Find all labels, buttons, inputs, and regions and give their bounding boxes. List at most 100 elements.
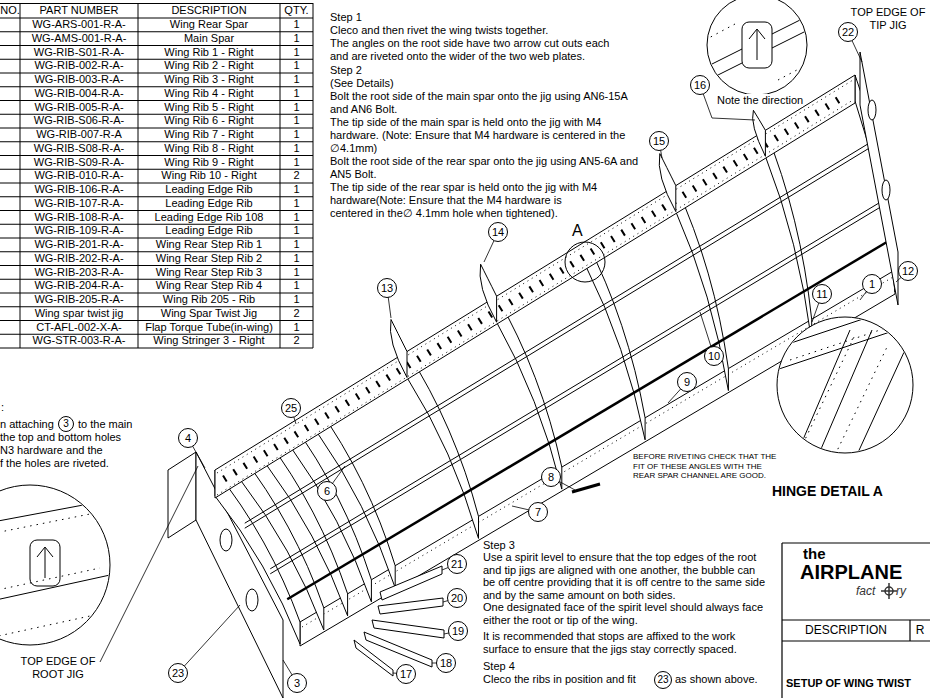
step-text: Use a spirit level to ensure that the to…	[483, 551, 768, 601]
table-cell: WG-RIB-205-R-A-	[20, 293, 138, 307]
table-header: PART NUMBER	[20, 3, 138, 18]
callout-number: 1	[869, 279, 875, 290]
table-cell: Wing Rear Spar	[138, 18, 280, 32]
callout-bubble: 7	[528, 502, 548, 522]
table-cell: Wing Rib 4 - Right	[138, 87, 280, 101]
table-cell: 1	[280, 156, 313, 170]
table-cell: WG-RIB-108-R-A-	[20, 211, 138, 225]
table-cell: 2	[280, 307, 313, 321]
callout-bubble: 17	[396, 664, 416, 684]
step-text: Cleco the ribs in position and fit	[483, 673, 636, 686]
table-header: QTY.	[280, 3, 313, 18]
step-heading: Step 3	[483, 539, 515, 552]
note-text: Note the direction	[717, 94, 803, 107]
logo-text: AIRPLANE	[800, 561, 902, 583]
step-text: Cleco and then rivet the wing twists tog…	[330, 24, 548, 37]
callout-number: 3	[294, 678, 300, 689]
table-cell: 1	[280, 142, 313, 156]
detail-a-circle	[565, 242, 605, 282]
jig-slot	[220, 529, 232, 551]
callout-bubble: 6	[317, 481, 337, 501]
table-cell: Leading Edge Rib	[138, 224, 280, 238]
step-text: The angles on the root side have two arr…	[330, 37, 628, 63]
callout-bubble: 13	[377, 278, 397, 298]
logo-text: fact	[856, 584, 875, 598]
callout-number: 12	[902, 266, 914, 277]
callout-bubble: 20	[447, 588, 467, 608]
table-cell: 1	[280, 211, 313, 225]
step-text: It is recommended that stops are affixed…	[483, 630, 768, 655]
step-heading: Step 4	[483, 660, 515, 673]
callout-bubble: 16	[690, 75, 710, 95]
table-cell: 1	[280, 293, 313, 307]
callout-number: 18	[440, 658, 452, 669]
callout-number: 23	[172, 668, 184, 679]
rivet-row	[790, 320, 910, 455]
table-header: NO.	[0, 3, 20, 18]
callout-bubble: 3	[58, 416, 74, 432]
leader-lines	[100, 32, 908, 683]
callout-number: 14	[492, 227, 504, 238]
table-cell: Wing Rear Step Rib 4	[138, 279, 280, 293]
callout-bubble: 10	[704, 346, 724, 366]
step-text: One designated face of the spirit level …	[483, 601, 768, 626]
title-block	[782, 543, 930, 698]
table-cell: Leading Edge Rib	[138, 183, 280, 197]
drawing-title: SETUP OF WING TWIST	[786, 676, 911, 690]
table-cell: Wing Rib 10 - Right	[138, 169, 280, 183]
table-cell: WG-RIB-002-R-A-	[20, 59, 138, 73]
callout-number: 4	[185, 433, 191, 444]
table-cell: 1	[280, 252, 313, 266]
rivet-row	[217, 80, 853, 495]
logo-text: ry	[896, 584, 906, 598]
spar-lightening-holes	[224, 95, 846, 479]
logo-text: the	[803, 546, 826, 562]
note-text: f the holes are riveted.	[0, 457, 109, 470]
table-cell: WG-RIB-106-R-A-	[20, 183, 138, 197]
table-cell: 2	[280, 169, 313, 183]
callout-number: 25	[285, 403, 297, 414]
jig-label: TOP EDGE OF ROOT JIG	[12, 655, 104, 681]
callout-bubble: 22	[838, 22, 858, 42]
table-cell: WG-RIB-202-R-A-	[20, 252, 138, 266]
callout-bubble: 4	[178, 428, 198, 448]
callout-number: 6	[324, 486, 330, 497]
callout-bubble: 23	[168, 663, 188, 683]
table-cell: Leading Edge Rib 108	[138, 211, 280, 225]
detail-title: HINGE DETAIL A	[772, 483, 883, 499]
callout-bubble: 21	[447, 554, 467, 574]
leading-edge-ribs	[390, 110, 765, 377]
table-cell: Wing Rib 205 - Rib	[138, 293, 280, 307]
detail-circle	[0, 485, 110, 645]
table-cell: CT-AFL-002-X-A-	[20, 321, 138, 335]
note-text: N3 hardware and the	[0, 444, 103, 457]
table-cell: Wing Rib 2 - Right	[138, 59, 280, 73]
jig-handle	[572, 484, 600, 492]
parts-table-grid	[0, 3, 313, 348]
title-block-heading: DESCRIPTION	[782, 623, 910, 638]
step-text: The tip side of the rear spar is held on…	[330, 181, 598, 220]
logo-propeller	[881, 583, 897, 599]
table-cell: WG-RIB-S08-R-A-	[20, 142, 138, 156]
rivet-row	[0, 512, 100, 640]
callout-bubble: 12	[898, 261, 918, 281]
table-cell: WG-ARS-001-R-A-	[20, 18, 138, 32]
callout-number: 11	[816, 289, 827, 300]
table-cell: WG-STR-003-R-A-	[20, 334, 138, 348]
step-text: (See Details)	[330, 77, 394, 90]
table-cell: Wing Rib 5 - Right	[138, 101, 280, 115]
table-cell: Wing Rear Step Rib 2	[138, 252, 280, 266]
table-cell: Flap Torque Tube(in-wing)	[138, 321, 280, 335]
callout-bubble: 14	[488, 222, 508, 242]
table-cell: Wing Rib 7 - Right	[138, 128, 280, 142]
detail-letter: A	[572, 222, 583, 240]
table-cell: WG-RIB-S06-R-A-	[20, 114, 138, 128]
jig-label: TOP EDGE OF TIP JIG	[848, 6, 928, 32]
callout-number: 3	[63, 419, 69, 429]
table-cell: WG-RIB-109-R-A-	[20, 224, 138, 238]
callout-number: 17	[400, 669, 412, 680]
step-heading: Step 1	[330, 11, 362, 24]
table-cell: WG-RIB-107-R-A-	[20, 197, 138, 211]
callout-number: 19	[452, 626, 464, 637]
callout-number: 10	[708, 351, 720, 362]
